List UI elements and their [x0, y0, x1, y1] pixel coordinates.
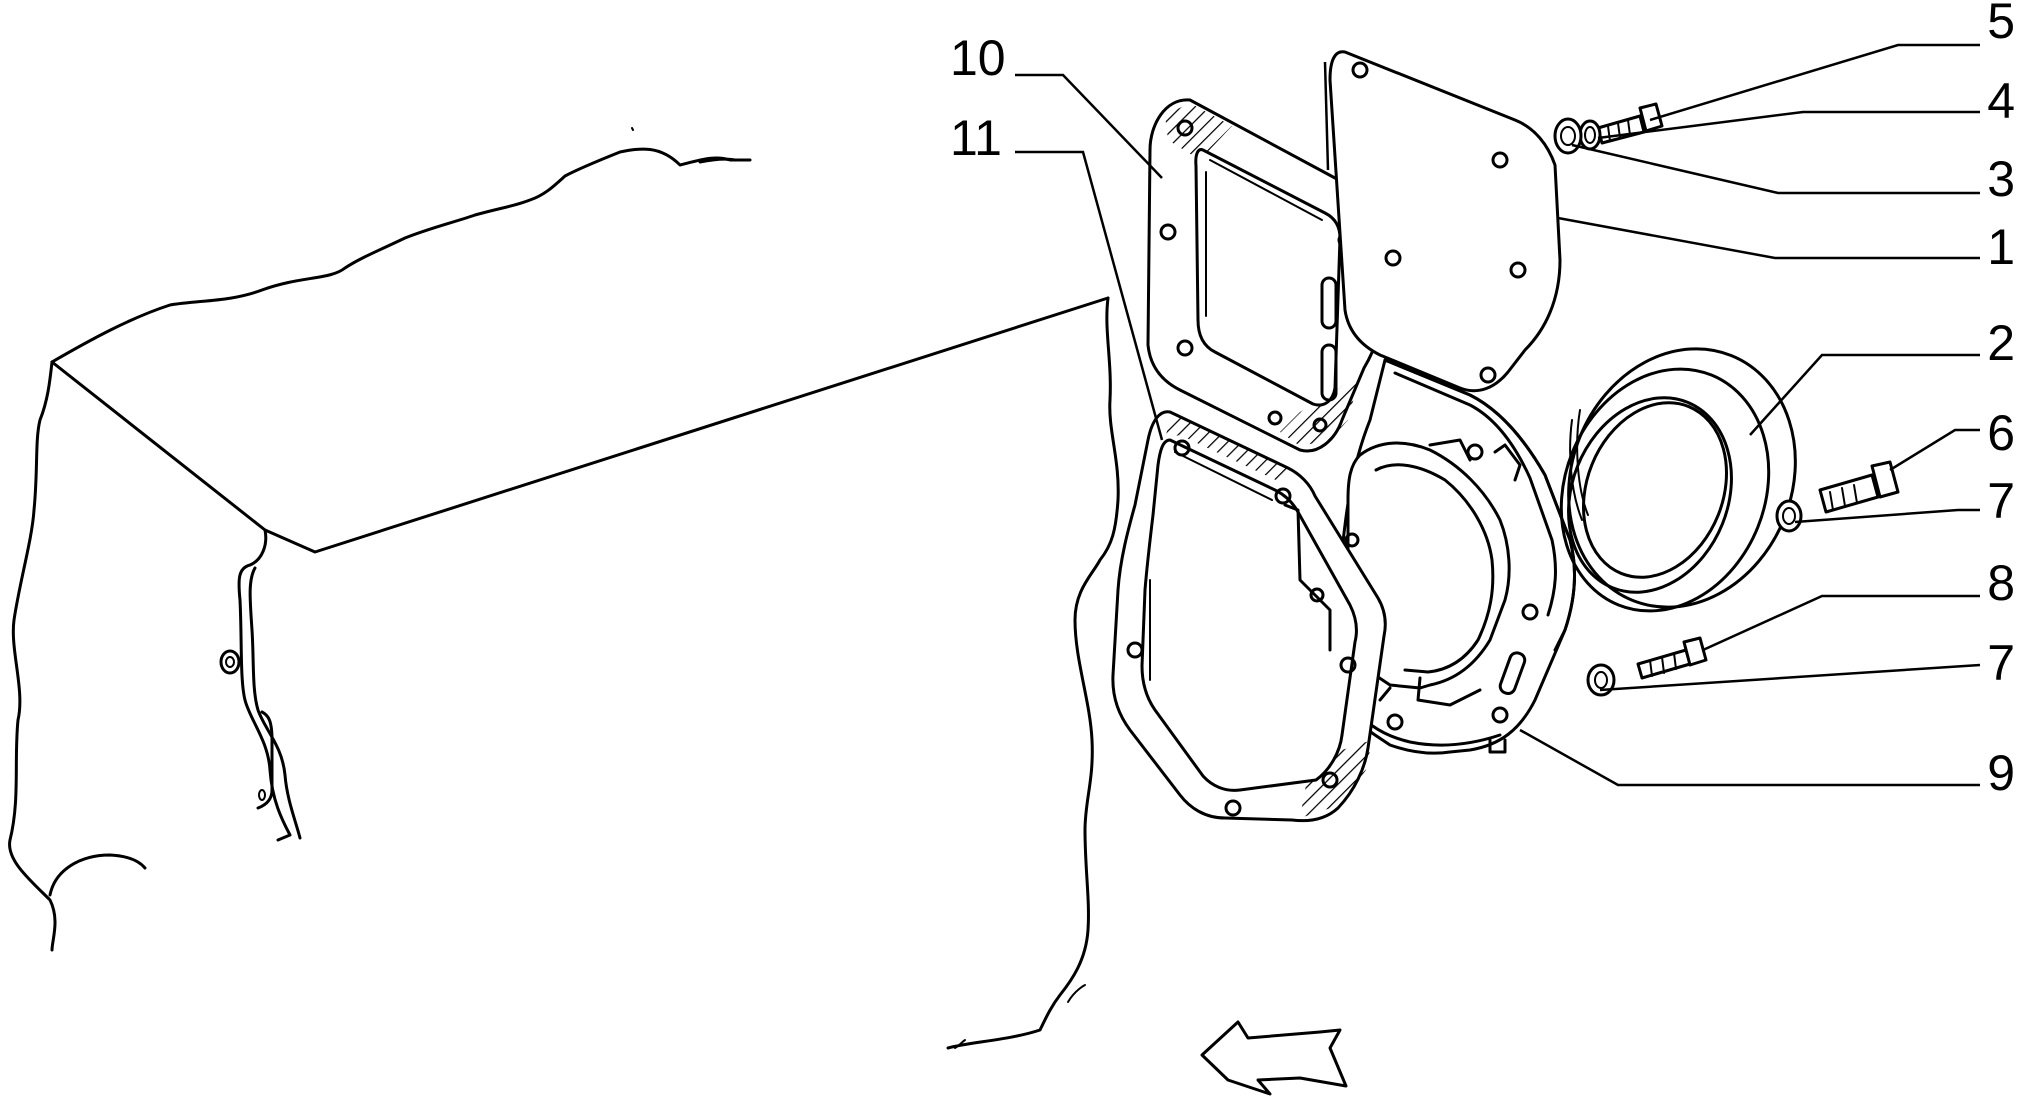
washer-part-4	[1578, 119, 1602, 151]
bolt-part-6	[1818, 460, 1900, 514]
gasket-lower-part-11	[1111, 410, 1387, 823]
callout-8: 8	[1987, 555, 2015, 611]
callout-7-lower: 7	[1987, 635, 2015, 691]
gasket-upper-part-10	[1146, 98, 1381, 453]
callout-3: 3	[1987, 151, 2015, 207]
bolt-part-8	[1636, 636, 1708, 680]
washer-part-7-upper	[1775, 499, 1803, 533]
callout-11: 11	[950, 110, 1002, 166]
engine-block	[8, 127, 1120, 1050]
callout-9: 9	[1987, 745, 2015, 801]
leader-lines	[1015, 43, 1981, 787]
callout-10: 10	[950, 30, 1006, 86]
washer-part-3	[1553, 117, 1583, 155]
callout-4: 4	[1987, 73, 2015, 129]
callout-5: 5	[1987, 0, 2015, 49]
callout-6: 6	[1987, 405, 2015, 461]
callout-1: 1	[1987, 219, 2015, 275]
direction-arrow	[1200, 1020, 1348, 1096]
callout-2: 2	[1987, 315, 2015, 371]
washer-part-7-lower	[1586, 663, 1616, 697]
seal-ring-part-2	[1559, 347, 1797, 613]
callout-7-upper: 7	[1987, 473, 2015, 529]
cover-plate-part-1	[1328, 50, 1562, 393]
